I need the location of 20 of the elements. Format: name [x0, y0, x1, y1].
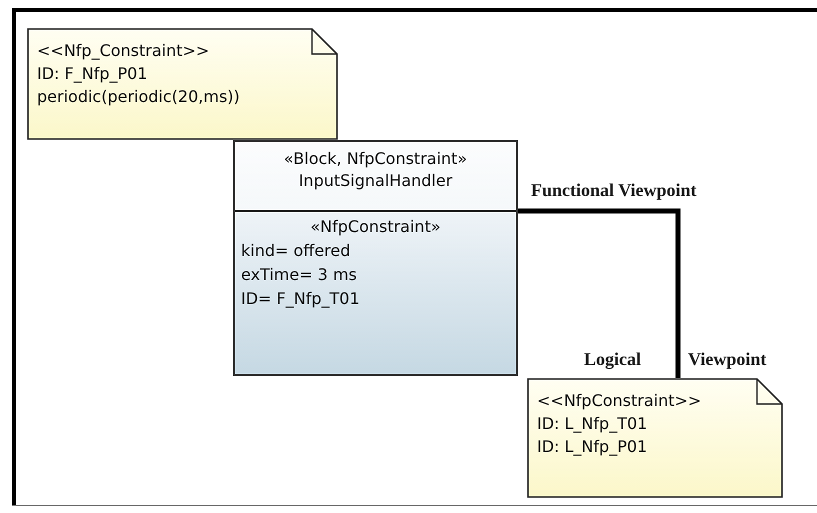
note-text: ID: F_Nfp_P01: [37, 63, 148, 85]
block-title: InputSignalHandler: [298, 170, 452, 192]
attribute-text: ID= F_Nfp_T01: [241, 288, 360, 310]
attribute-text: kind= offered: [241, 240, 350, 262]
note-text: periodic(periodic(20,ms)): [37, 86, 240, 108]
attribute-text: «NfpConstraint»: [310, 216, 441, 238]
note-box: [27, 28, 338, 140]
connector-line: [518, 208, 680, 378]
note-text: <<NfpConstraint>>: [537, 390, 702, 412]
viewpoint-label: Viewpoint: [688, 349, 766, 370]
note-text: <<Nfp_Constraint>>: [37, 40, 210, 62]
viewpoint-label: Functional Viewpoint: [531, 180, 697, 201]
block-box: [233, 140, 518, 376]
note-text: ID: L_Nfp_T01: [537, 413, 648, 435]
attribute-text: exTime= 3 ms: [241, 264, 357, 286]
block-title: «Block, NfpConstraint»: [284, 148, 468, 170]
attribute-compartment: [235, 210, 516, 374]
note-box: [527, 378, 783, 498]
note-text: ID: L_Nfp_P01: [537, 436, 648, 458]
viewpoint-label: Logical: [584, 349, 641, 370]
